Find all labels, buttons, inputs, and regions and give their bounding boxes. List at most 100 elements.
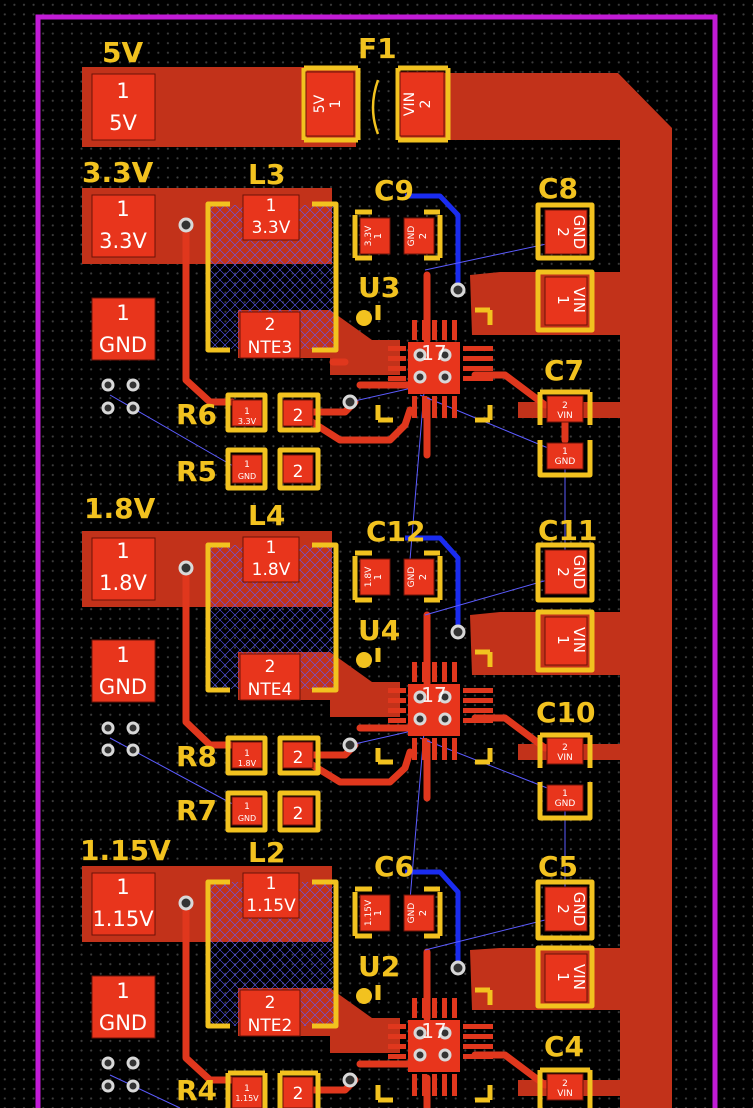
label-f1: F1 <box>358 32 397 65</box>
pad-num: 2 <box>562 401 568 411</box>
label-c6: C6 <box>374 850 414 883</box>
label-c10: C10 <box>536 696 596 729</box>
u4-package <box>388 662 493 760</box>
pad-num: 2 <box>418 233 429 239</box>
pad-net: 3.3V <box>252 218 291 238</box>
pad-net: GND <box>238 472 256 481</box>
pad-net: 1.15V <box>246 896 296 916</box>
label-r6: R6 <box>176 398 217 431</box>
pad-num: 1 <box>373 910 384 916</box>
label-r5: R5 <box>176 455 217 488</box>
pad-net: NTE2 <box>248 1016 293 1036</box>
pad-num: 2 <box>418 910 429 916</box>
pad-net: 3.3V <box>364 225 374 246</box>
pad-net: GND <box>570 555 588 589</box>
bottom-layer-traces <box>405 193 461 968</box>
pad-num: 1 <box>244 1084 250 1094</box>
pad-net: GND <box>99 1011 147 1035</box>
pad-net: 5V <box>312 94 328 113</box>
pad-num: 2 <box>562 1079 568 1089</box>
pad-num: 1 <box>116 979 129 1003</box>
label-u3: U3 <box>358 271 400 304</box>
pad-num: 1 <box>266 196 277 216</box>
reference-designators: 5V F1 3.3V L3 C9 C8 U3 C7 R6 R5 1.8V L4 … <box>80 32 598 1107</box>
pad-num: 2 <box>293 462 304 482</box>
ic-center-pad: 17 <box>421 683 446 707</box>
pad-net: 5V <box>109 111 137 135</box>
pad-num: 1 <box>266 874 277 894</box>
pad-labels: 1 5V 1 3.3V 1 GND 1 1.8V 1 GND 1 1.15V 1… <box>92 79 575 1104</box>
pad-net: 1.15V <box>235 1094 259 1103</box>
pad-num: 1 <box>244 749 250 759</box>
pad-net: GND <box>570 215 588 249</box>
pad-num: 1 <box>116 875 129 899</box>
label-u2: U2 <box>358 950 400 983</box>
rotated-pad-labels: 1 5V 2 VIN 1 3.3V 2 GND 1 1.8V 2 GND 1 1… <box>312 92 588 990</box>
pad-num: 2 <box>265 993 276 1013</box>
label-3v3: 3.3V <box>82 156 154 189</box>
pad-net: 3.3V <box>238 417 257 426</box>
label-c11: C11 <box>538 514 598 547</box>
pad-num: 1 <box>116 79 129 103</box>
pad-net: VIN <box>402 92 418 116</box>
pad-net: GND <box>99 333 147 357</box>
pad-num: 1 <box>116 301 129 325</box>
ic-center-pad: 17 <box>421 1019 446 1043</box>
pad-num: 2 <box>265 315 276 335</box>
pad-net: 1.8V <box>99 571 147 595</box>
label-c7: C7 <box>544 354 584 387</box>
pad-num: 2 <box>562 743 568 753</box>
ic-center-pad: 17 <box>421 341 446 365</box>
pad-num: 1 <box>244 802 250 812</box>
label-r4: R4 <box>176 1074 217 1107</box>
ic-packages <box>388 320 493 1096</box>
vias <box>101 217 466 1093</box>
pad-net: 1.15V <box>92 907 154 931</box>
label-1v15: 1.15V <box>80 834 171 867</box>
pad-net: GND <box>99 675 147 699</box>
pad-net: 1.8V <box>238 759 257 768</box>
pad-num: 1 <box>562 447 568 457</box>
pad-net: NTE4 <box>248 680 293 700</box>
silkscreen-outlines <box>205 65 595 1108</box>
pad-net: GND <box>407 903 417 924</box>
pad-num: 2 <box>265 657 276 677</box>
label-c12: C12 <box>366 515 426 548</box>
pad-net: VIN <box>570 627 588 653</box>
pad-num: 2 <box>293 804 304 824</box>
pad-num: 1 <box>562 789 568 799</box>
pad-net: VIN <box>557 411 573 421</box>
pad-num: 1 <box>266 538 277 558</box>
pin1-markers <box>356 310 372 1004</box>
pad-num: 1 <box>554 295 572 305</box>
pad-net: VIN <box>570 964 588 990</box>
label-5v: 5V <box>102 36 143 69</box>
label-r7: R7 <box>176 794 217 827</box>
label-c9: C9 <box>374 174 414 207</box>
pad-num: 1 <box>554 635 572 645</box>
pad-net: GND <box>555 457 576 467</box>
pad-net: 1.8V <box>252 560 291 580</box>
label-l2: L2 <box>248 836 285 869</box>
pad-net: 3.3V <box>99 229 147 253</box>
label-u4: U4 <box>358 614 400 647</box>
pad-num: 2 <box>293 406 304 426</box>
pad-num: 2 <box>418 100 434 109</box>
pad-num: 1 <box>244 407 250 417</box>
pad-num: 1 <box>116 539 129 563</box>
label-c5: C5 <box>538 850 578 883</box>
label-c4: C4 <box>544 1030 584 1063</box>
pad-net: GND <box>407 567 417 588</box>
pad-num: 1 <box>373 574 384 580</box>
pad-net: VIN <box>570 287 588 313</box>
pad-num: 2 <box>293 1084 304 1104</box>
pad-num: 1 <box>554 972 572 982</box>
pad-num: 1 <box>116 643 129 667</box>
pad-num: 1 <box>373 233 384 239</box>
pad-num: 2 <box>293 748 304 768</box>
pad-net: VIN <box>557 753 573 763</box>
pad-num: 1 <box>244 460 250 470</box>
pad-net: 1.8V <box>364 566 374 587</box>
